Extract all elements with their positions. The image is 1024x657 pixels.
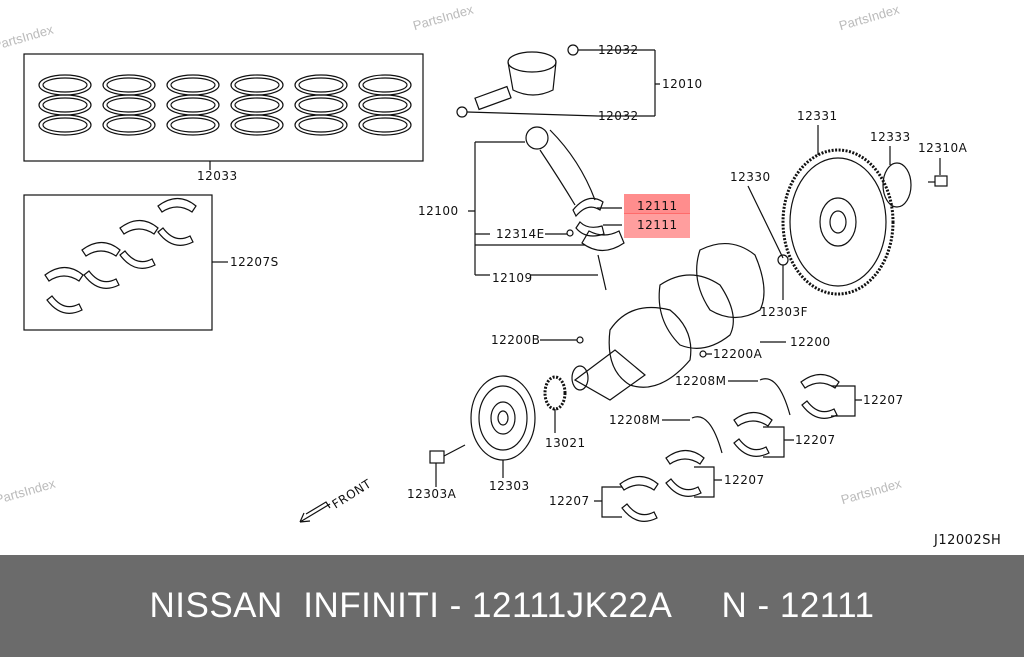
parts-diagram: 12032 12010 12032 12033 12207S 12100 121… [0, 2, 1002, 548]
footer-bar: NISSAN INFINITI - 12111JK22A N - 12111 [0, 555, 1024, 657]
label-12032-bottom[interactable]: 12032 [598, 109, 639, 123]
label-12303[interactable]: 12303 [489, 479, 530, 493]
reinforcement-plate [882, 162, 912, 208]
label-13021[interactable]: 13021 [545, 436, 586, 450]
label-12200b[interactable]: 12200B [491, 333, 541, 347]
front-arrow [299, 501, 331, 523]
label-12208m-1[interactable]: 12208M [675, 374, 727, 388]
label-12033[interactable]: 12033 [197, 169, 238, 183]
label-12207s[interactable]: 12207S [230, 255, 279, 269]
pulley-bolt [429, 444, 466, 464]
label-12200a[interactable]: 12200A [713, 347, 763, 361]
crank-sprocket [543, 375, 567, 411]
label-12303f[interactable]: 12303F [760, 305, 809, 319]
diagram-code: J12002SH [934, 533, 1002, 548]
label-12208m-2[interactable]: 12208M [609, 413, 661, 427]
label-12330[interactable]: 12330 [730, 170, 771, 184]
highlight-12111-upper [624, 194, 690, 214]
label-12111-lower[interactable]: 12111 [637, 218, 678, 232]
label-12111-upper[interactable]: 12111 [637, 199, 678, 213]
label-12207-1[interactable]: 12207 [863, 393, 904, 407]
label-12200[interactable]: 12200 [790, 335, 831, 349]
connecting-rod [525, 126, 625, 291]
label-12100[interactable]: 12100 [418, 204, 459, 218]
piston-ring-set-box [23, 53, 424, 162]
highlight-12111-lower [624, 213, 690, 238]
label-12207-3[interactable]: 12207 [724, 473, 765, 487]
flywheel-bolt [928, 175, 948, 187]
label-12314e[interactable]: 12314E [496, 227, 545, 241]
label-12310a[interactable]: 12310A [918, 141, 968, 155]
diagram-drawing [23, 44, 948, 523]
label-12010[interactable]: 12010 [662, 77, 703, 91]
piston [456, 44, 579, 118]
label-12207-4[interactable]: 12207 [549, 494, 590, 508]
label-12032-top[interactable]: 12032 [598, 43, 639, 57]
footer-title: NISSAN INFINITI - 12111JK22A N - 12111 [149, 586, 875, 625]
crank-pulley [470, 375, 536, 461]
label-12109[interactable]: 12109 [492, 271, 533, 285]
label-12333[interactable]: 12333 [870, 130, 911, 144]
main-bearing-shells [44, 197, 197, 314]
flywheel [781, 148, 895, 296]
crankshaft [571, 243, 789, 401]
main-bearing-set-box [23, 194, 213, 331]
label-12331[interactable]: 12331 [797, 109, 838, 123]
label-12207-2[interactable]: 12207 [795, 433, 836, 447]
main-bearings-right [619, 373, 840, 522]
piston-rings [38, 74, 412, 136]
label-12303a[interactable]: 12303A [407, 487, 457, 501]
